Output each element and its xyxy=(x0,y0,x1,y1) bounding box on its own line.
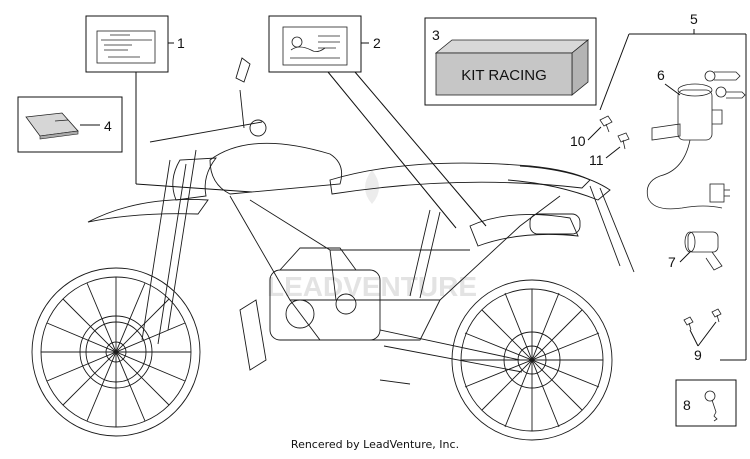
callout-11: 11 xyxy=(589,152,604,168)
part-5-key-switch-group: 5 6 10 xyxy=(570,11,747,363)
callout-10: 10 xyxy=(570,133,586,149)
callout-2: 2 xyxy=(373,35,381,51)
screw-11 xyxy=(617,132,630,150)
watermark-text: LEADVENTURE xyxy=(267,271,477,302)
kit-racing-label: KIT RACING xyxy=(461,67,547,84)
callout-9: 9 xyxy=(694,347,702,363)
callout-6: 6 xyxy=(657,67,665,83)
screws-9 xyxy=(683,308,722,331)
lock-cylinder xyxy=(684,231,723,271)
part-4-manual-box: 4 xyxy=(17,96,123,153)
keys xyxy=(704,70,746,99)
callout-5: 5 xyxy=(690,11,698,27)
callout-7: 7 xyxy=(668,254,676,270)
ignition-switch xyxy=(646,83,730,210)
leader-lines xyxy=(135,71,487,229)
part-3-kit-racing-box: 3 KIT RACING xyxy=(424,17,597,106)
motorcycle xyxy=(31,57,635,441)
watermark: LEADVENTURE xyxy=(267,170,477,302)
callout-3: 3 xyxy=(432,27,440,43)
rear-wheel xyxy=(451,279,613,441)
part-2-decal-box: 2 xyxy=(268,15,381,73)
footer-credit: Rencered by LeadVenture, Inc. xyxy=(290,438,460,451)
front-wheel xyxy=(31,267,201,437)
callout-1: 1 xyxy=(177,35,185,51)
callout-8: 8 xyxy=(683,397,691,413)
part-8-key-box: 8 xyxy=(675,379,737,427)
callout-4: 4 xyxy=(104,118,112,134)
part-1-label-box: 1 xyxy=(85,15,185,73)
screw-10 xyxy=(599,115,613,133)
